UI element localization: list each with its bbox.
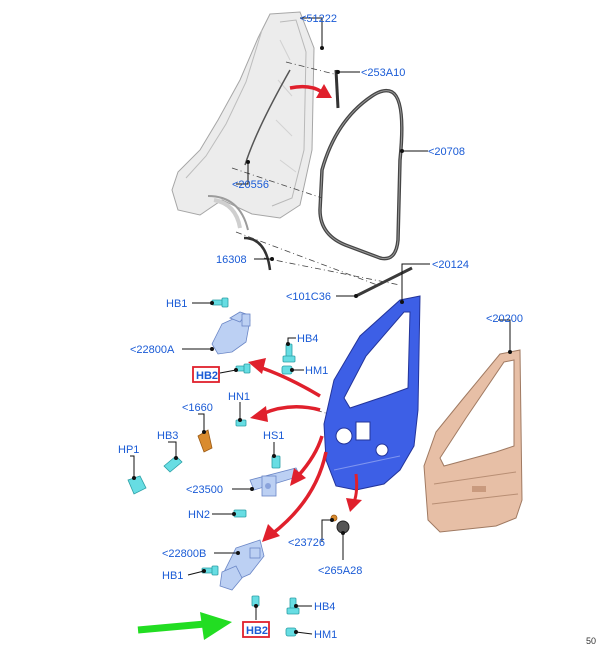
label-hb2-bottom: HB2 <box>246 625 268 637</box>
label-1660: <1660 <box>182 402 213 414</box>
hb2-bottom-highlight-box <box>242 621 270 638</box>
label-hb4-top: HB4 <box>297 333 318 345</box>
part-labels: <51222 <253A10 <20708 <20556 16308 <101C… <box>118 13 523 641</box>
label-22800a: <22800A <box>130 344 175 356</box>
a-pillar-body-side <box>171 11 315 231</box>
hb2-top-highlight-box <box>192 366 220 383</box>
label-hs1: HS1 <box>263 430 284 442</box>
label-hb1-bottom: HB1 <box>162 570 183 582</box>
plug-hp1 <box>127 475 147 495</box>
label-hm1-bottom: HM1 <box>314 629 337 641</box>
label-51222: <51222 <box>300 13 337 25</box>
upper-hinge-22800a <box>211 311 251 355</box>
label-20708: <20708 <box>428 146 465 158</box>
bolt-hb4-top <box>282 343 296 363</box>
label-hp1: HP1 <box>118 444 139 456</box>
label-20556: <20556 <box>232 179 269 191</box>
label-hb2-top: HB2 <box>196 370 218 382</box>
label-hb1-top: HB1 <box>166 298 187 310</box>
page-number: 50 <box>586 636 596 646</box>
bolt-hb1-top <box>211 297 229 308</box>
label-23500: <23500 <box>186 484 223 496</box>
label-20200: <20200 <box>486 313 523 325</box>
bolt-hb4-bottom <box>286 597 300 615</box>
fasteners <box>127 297 300 637</box>
lower-hinge-22800b <box>219 539 265 591</box>
label-101c36: <101C36 <box>286 291 331 303</box>
label-16308: 16308 <box>216 254 247 266</box>
bolt-hb3 <box>163 455 183 473</box>
door-outer-skin-20200 <box>423 349 523 533</box>
door-seal-20708 <box>318 88 404 261</box>
label-253a10: <253A10 <box>361 67 405 79</box>
label-hn2: HN2 <box>188 509 210 521</box>
label-hm1-top: HM1 <box>305 365 328 377</box>
label-hb4-bottom: HB4 <box>314 601 335 613</box>
label-20124: <20124 <box>432 259 469 271</box>
label-22800b: <22800B <box>162 548 206 560</box>
bolt-hb2-top <box>235 363 251 374</box>
seal-20556 <box>244 69 291 166</box>
label-23726: <23726 <box>288 537 325 549</box>
label-hn1: HN1 <box>228 391 250 403</box>
label-hb3: HB3 <box>157 430 178 442</box>
label-265a28: <265A28 <box>318 565 362 577</box>
door-frame-20124 <box>323 295 421 491</box>
callout-arrows <box>248 84 362 542</box>
pointer-arrow <box>137 612 232 640</box>
hose-16308 <box>243 236 272 271</box>
weatherstrip-253a10 <box>334 69 340 109</box>
leader-lines <box>130 17 512 635</box>
